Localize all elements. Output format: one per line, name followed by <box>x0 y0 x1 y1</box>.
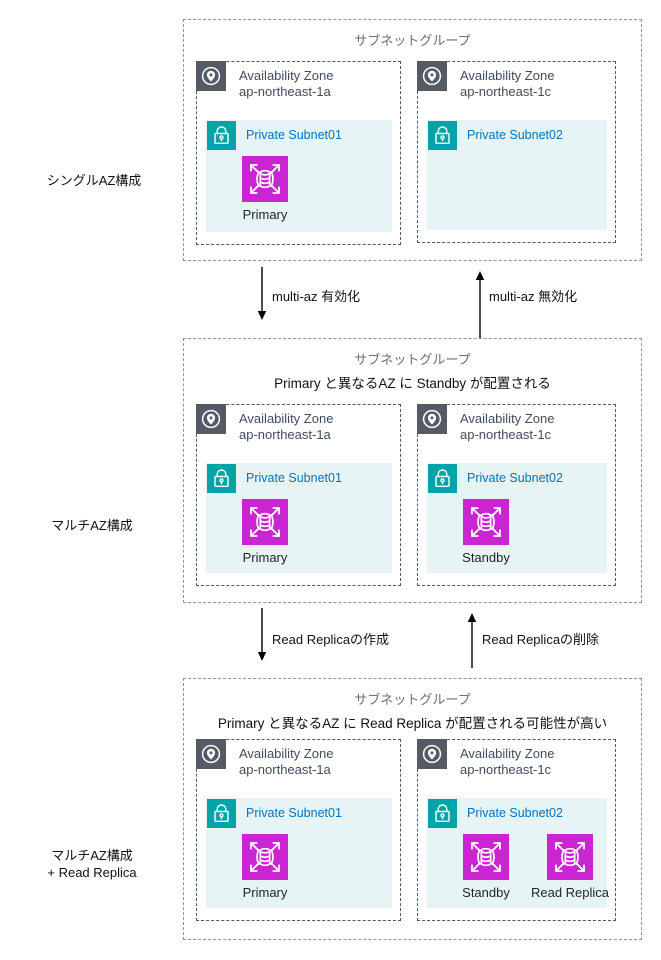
private-subnet-01: Private Subnet01 Primary <box>206 463 392 573</box>
subnet-label: Private Subnet02 <box>467 128 563 142</box>
az-label: Availability Zone ap-northeast-1a <box>239 68 333 100</box>
rds-instance-label: Primary <box>242 550 288 565</box>
az-zone: ap-northeast-1a <box>239 84 331 99</box>
lock-icon <box>428 121 457 150</box>
down-arrow-icon <box>257 267 267 320</box>
private-subnet-02: Private Subnet02 <box>427 120 607 230</box>
az-name: Availability Zone <box>239 411 334 426</box>
arrow-delete-read-replica <box>465 612 479 668</box>
rds-instance-standby: Standby <box>462 834 510 900</box>
availability-zone-icon <box>417 739 447 769</box>
subnet-label: Private Subnet02 <box>467 471 563 485</box>
arrow-label-disable-multi-az: multi-az 無効化 <box>489 289 578 304</box>
private-subnet-01: Private Subnet01 Primary <box>206 798 392 908</box>
arrow-create-read-replica <box>255 608 269 662</box>
availability-zone-icon <box>196 61 226 91</box>
az-zone: ap-northeast-1a <box>239 762 331 777</box>
row-label-multi-az-read-replica: マルチAZ構成 + Read Replica <box>17 847 167 881</box>
availability-zone-icon <box>196 739 226 769</box>
availability-zone-icon <box>196 404 226 434</box>
arrow-label-delete-read-replica: Read Replicaの削除 <box>482 632 600 647</box>
rds-database-icon <box>547 834 593 880</box>
row-label-line: + Read Replica <box>47 865 137 880</box>
az-label: Availability Zone ap-northeast-1a <box>239 746 333 778</box>
row-label-line: シングルAZ構成 <box>46 173 142 188</box>
az-label: Availability Zone ap-northeast-1c <box>460 68 554 100</box>
rds-instance-primary: Primary <box>242 156 288 222</box>
row-label-line: マルチAZ構成 <box>51 518 133 533</box>
subnet-label: Private Subnet02 <box>467 806 563 820</box>
az-box-1c: Availability Zone ap-northeast-1c Privat… <box>417 404 616 586</box>
lock-icon <box>428 799 457 828</box>
rds-instance-label: Read Replica <box>530 885 610 900</box>
rds-instance-label: Primary <box>242 885 288 900</box>
row-label-single-az: シングルAZ構成 <box>19 172 169 189</box>
rds-database-icon <box>463 834 509 880</box>
lock-icon <box>207 799 236 828</box>
availability-zone-icon <box>417 61 447 91</box>
az-zone: ap-northeast-1c <box>460 762 552 777</box>
az-box-1c: Availability Zone ap-northeast-1c Privat… <box>417 739 616 921</box>
az-box-1a: Availability Zone ap-northeast-1a Privat… <box>196 61 401 245</box>
subnet-group-single-az: サブネットグループ Availability Zone ap-northeast… <box>183 19 642 261</box>
rds-database-icon <box>463 499 509 545</box>
arrow-enable-multi-az <box>255 267 269 321</box>
az-name: Availability Zone <box>460 68 555 83</box>
private-subnet-02: Private Subnet02 Standby Read Replica <box>427 798 609 908</box>
row-label-line: マルチAZ構成 <box>51 848 133 863</box>
az-zone: ap-northeast-1a <box>239 427 331 442</box>
subnet-group-title: サブネットグループ <box>354 352 471 367</box>
subnet-group-note: Primary と異なるAZ に Standby が配置される <box>274 376 551 391</box>
az-box-1a: Availability Zone ap-northeast-1a Privat… <box>196 739 401 921</box>
rds-instance-primary: Primary <box>242 499 288 565</box>
rds-database-icon <box>242 834 288 880</box>
arrow-label-enable-multi-az: multi-az 有効化 <box>272 289 361 304</box>
subnet-label: Private Subnet01 <box>246 806 342 820</box>
lock-icon <box>207 464 236 493</box>
availability-zone-icon <box>417 404 447 434</box>
rds-instance-label: Standby <box>462 885 510 900</box>
rds-instance-standby: Standby <box>462 499 510 565</box>
row-label-multi-az: マルチAZ構成 <box>17 517 167 534</box>
subnet-group-title: サブネットグループ <box>354 33 471 48</box>
up-arrow-icon <box>467 613 477 668</box>
az-label: Availability Zone ap-northeast-1c <box>460 411 554 443</box>
subnet-group-multi-az: サブネットグループ Primary と異なるAZ に Standby が配置され… <box>183 338 642 603</box>
subnet-label: Private Subnet01 <box>246 471 342 485</box>
arrow-disable-multi-az <box>473 270 487 338</box>
arrow-label-create-read-replica: Read Replicaの作成 <box>272 632 390 647</box>
down-arrow-icon <box>257 608 267 661</box>
az-name: Availability Zone <box>239 68 334 83</box>
rds-instance-read-replica: Read Replica <box>531 834 609 900</box>
rds-instance-primary: Primary <box>242 834 288 900</box>
az-name: Availability Zone <box>460 411 555 426</box>
az-zone: ap-northeast-1c <box>460 84 552 99</box>
subnet-group-title: サブネットグループ <box>354 692 471 707</box>
up-arrow-icon <box>475 271 485 338</box>
subnet-group-multi-az-read-replica: サブネットグループ Primary と異なるAZ に Read Replica … <box>183 678 642 940</box>
lock-icon <box>428 464 457 493</box>
rds-database-icon <box>242 499 288 545</box>
az-box-1a: Availability Zone ap-northeast-1a Privat… <box>196 404 401 586</box>
az-zone: ap-northeast-1c <box>460 427 552 442</box>
az-label: Availability Zone ap-northeast-1a <box>239 411 333 443</box>
lock-icon <box>207 121 236 150</box>
rds-instance-label: Standby <box>462 550 510 565</box>
az-name: Availability Zone <box>239 746 334 761</box>
az-name: Availability Zone <box>460 746 555 761</box>
private-subnet-01: Private Subnet01 Primary <box>206 120 392 232</box>
private-subnet-02: Private Subnet02 Standby <box>427 463 607 573</box>
az-box-1c: Availability Zone ap-northeast-1c Privat… <box>417 61 616 243</box>
rds-instance-label: Primary <box>242 207 288 222</box>
rds-database-icon <box>242 156 288 202</box>
subnet-group-note: Primary と異なるAZ に Read Replica が配置される可能性が… <box>217 716 608 731</box>
az-label: Availability Zone ap-northeast-1c <box>460 746 554 778</box>
subnet-label: Private Subnet01 <box>246 128 342 142</box>
